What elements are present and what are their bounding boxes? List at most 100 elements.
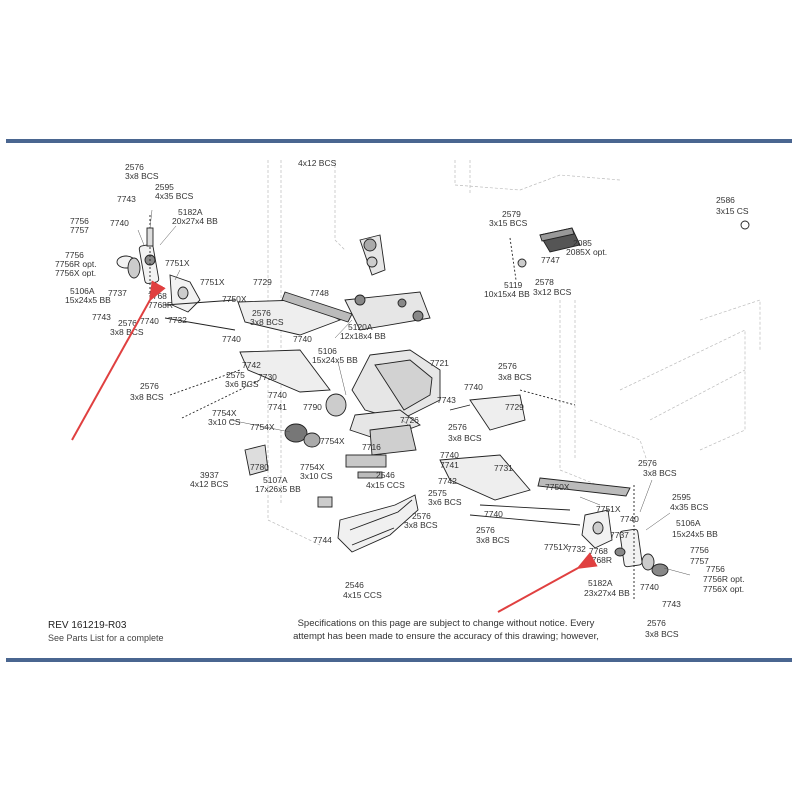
arrow-left <box>71 280 166 441</box>
servo-and-bellcrank <box>509 220 750 281</box>
skid-plate <box>317 494 419 553</box>
part-label: 2546 <box>376 470 395 480</box>
part-label: 3x8 BCS <box>448 433 482 443</box>
part-label: 2576 <box>125 162 144 172</box>
part-label: 7756R opt. <box>55 259 97 269</box>
part-label: 3x8 BCS <box>476 535 510 545</box>
part-label: 12x18x4 BB <box>340 331 386 341</box>
part-label: 3x8 BCS <box>130 392 164 402</box>
part-label: 7754X <box>212 408 237 418</box>
part-label: 2576 <box>476 525 495 535</box>
part-label: 2085X opt. <box>566 247 607 257</box>
part-label: 3x8 BCS <box>643 468 677 478</box>
part-label: 20x27x4 BB <box>172 216 218 226</box>
part-label: 7756X opt. <box>703 584 744 594</box>
part-label: 2576 <box>498 361 517 371</box>
part-label: 7750X <box>222 294 247 304</box>
part-label: 7756 <box>70 216 89 226</box>
part-label: 7744 <box>313 535 332 545</box>
bottom-border-rule <box>6 658 792 662</box>
part-label: 7790 <box>303 402 322 412</box>
part-label: 7731 <box>494 463 513 473</box>
annotation-arrows <box>71 280 598 613</box>
part-label: 7742 <box>242 360 261 370</box>
part-label: 7740 <box>640 582 659 592</box>
part-label: 2575 <box>428 488 447 498</box>
left-suspension-arms <box>164 291 353 419</box>
part-label: 2576 <box>140 381 159 391</box>
part-label: 7754X <box>250 422 275 432</box>
specifications-note: Specifications on this page are subject … <box>286 617 606 643</box>
part-label: 7751X <box>165 258 190 268</box>
part-label: 7743 <box>437 395 456 405</box>
part-label: 3x15 BCS <box>489 218 528 228</box>
part-label: 7756 <box>706 564 725 574</box>
part-label: 5107A <box>263 475 288 485</box>
part-label: 4x12 BCS <box>190 479 229 489</box>
part-label: 7768 <box>589 546 608 556</box>
part-label: 7737 <box>610 530 629 540</box>
part-label: 3x6 BCS <box>225 379 259 389</box>
part-label: 7740 <box>484 509 503 519</box>
part-label: 7742 <box>438 476 457 486</box>
part-label: 15x24x5 BB <box>672 529 718 539</box>
left-steering-knuckle-assembly <box>116 215 201 313</box>
part-label: 3x8 BCS <box>250 317 284 327</box>
part-label: 7743 <box>92 312 111 322</box>
part-label: 7756 <box>690 545 709 555</box>
part-label: 7726 <box>400 415 419 425</box>
right-suspension-arms <box>439 389 631 526</box>
arrow-right <box>497 552 598 613</box>
part-label: 15x24x5 BB <box>65 295 111 305</box>
spec-line-2: attempt has been made to ensure the accu… <box>293 631 599 642</box>
part-label: 3x6 BCS <box>428 497 462 507</box>
part-label: 7747 <box>541 255 560 265</box>
part-label: 7741 <box>440 460 459 470</box>
part-label: 3x8 BCS <box>645 629 679 639</box>
part-label: 7768R <box>587 555 612 565</box>
part-label: 3x12 BCS <box>533 287 572 297</box>
part-label: 7756R opt. <box>703 574 745 584</box>
spec-line-1: Specifications on this page are subject … <box>297 618 595 629</box>
part-label: 7729 <box>253 277 272 287</box>
part-label: 2576 <box>118 318 137 328</box>
part-label: 7740 <box>222 334 241 344</box>
part-label: 3x10 CS <box>300 471 333 481</box>
part-label: 7732 <box>168 315 187 325</box>
part-label: 4x15 CCS <box>343 590 382 600</box>
part-label: 7748 <box>310 288 329 298</box>
part-label: 7756 <box>65 250 84 260</box>
part-label: 2546 <box>345 580 364 590</box>
part-label: 2576 <box>647 618 666 628</box>
part-label: 4x35 BCS <box>670 502 709 512</box>
part-label: 7743 <box>117 194 136 204</box>
part-label: 4x15 CCS <box>366 480 405 490</box>
part-label: 7754X <box>320 436 345 446</box>
right-steering-knuckle-assembly <box>581 485 669 600</box>
part-label: 2576 <box>448 422 467 432</box>
part-label: 7750X <box>545 482 570 492</box>
part-label: 2576 <box>252 308 271 318</box>
part-label: 17x26x5 BB <box>255 484 301 494</box>
part-label: 2578 <box>535 277 554 287</box>
part-label: 7730 <box>258 372 277 382</box>
part-label: 3x8 BCS <box>110 327 144 337</box>
part-label: 7751X <box>200 277 225 287</box>
part-label: 5182A <box>178 207 203 217</box>
part-label: 7740 <box>464 382 483 392</box>
part-label: 7757 <box>70 225 89 235</box>
part-label: 5182A <box>588 578 613 588</box>
part-label: 7757 <box>690 556 709 566</box>
part-label: 7740 <box>110 218 129 228</box>
part-label: 7751X <box>544 542 569 552</box>
part-label: 2575 <box>226 370 245 380</box>
part-label: 7743 <box>662 599 681 609</box>
part-label: 15x24x5 BB <box>312 355 358 365</box>
part-label: 4x35 BCS <box>155 191 194 201</box>
part-label: 2595 <box>672 492 691 502</box>
part-label: 3x8 BCS <box>125 171 159 181</box>
part-label: 2595 <box>155 182 174 192</box>
